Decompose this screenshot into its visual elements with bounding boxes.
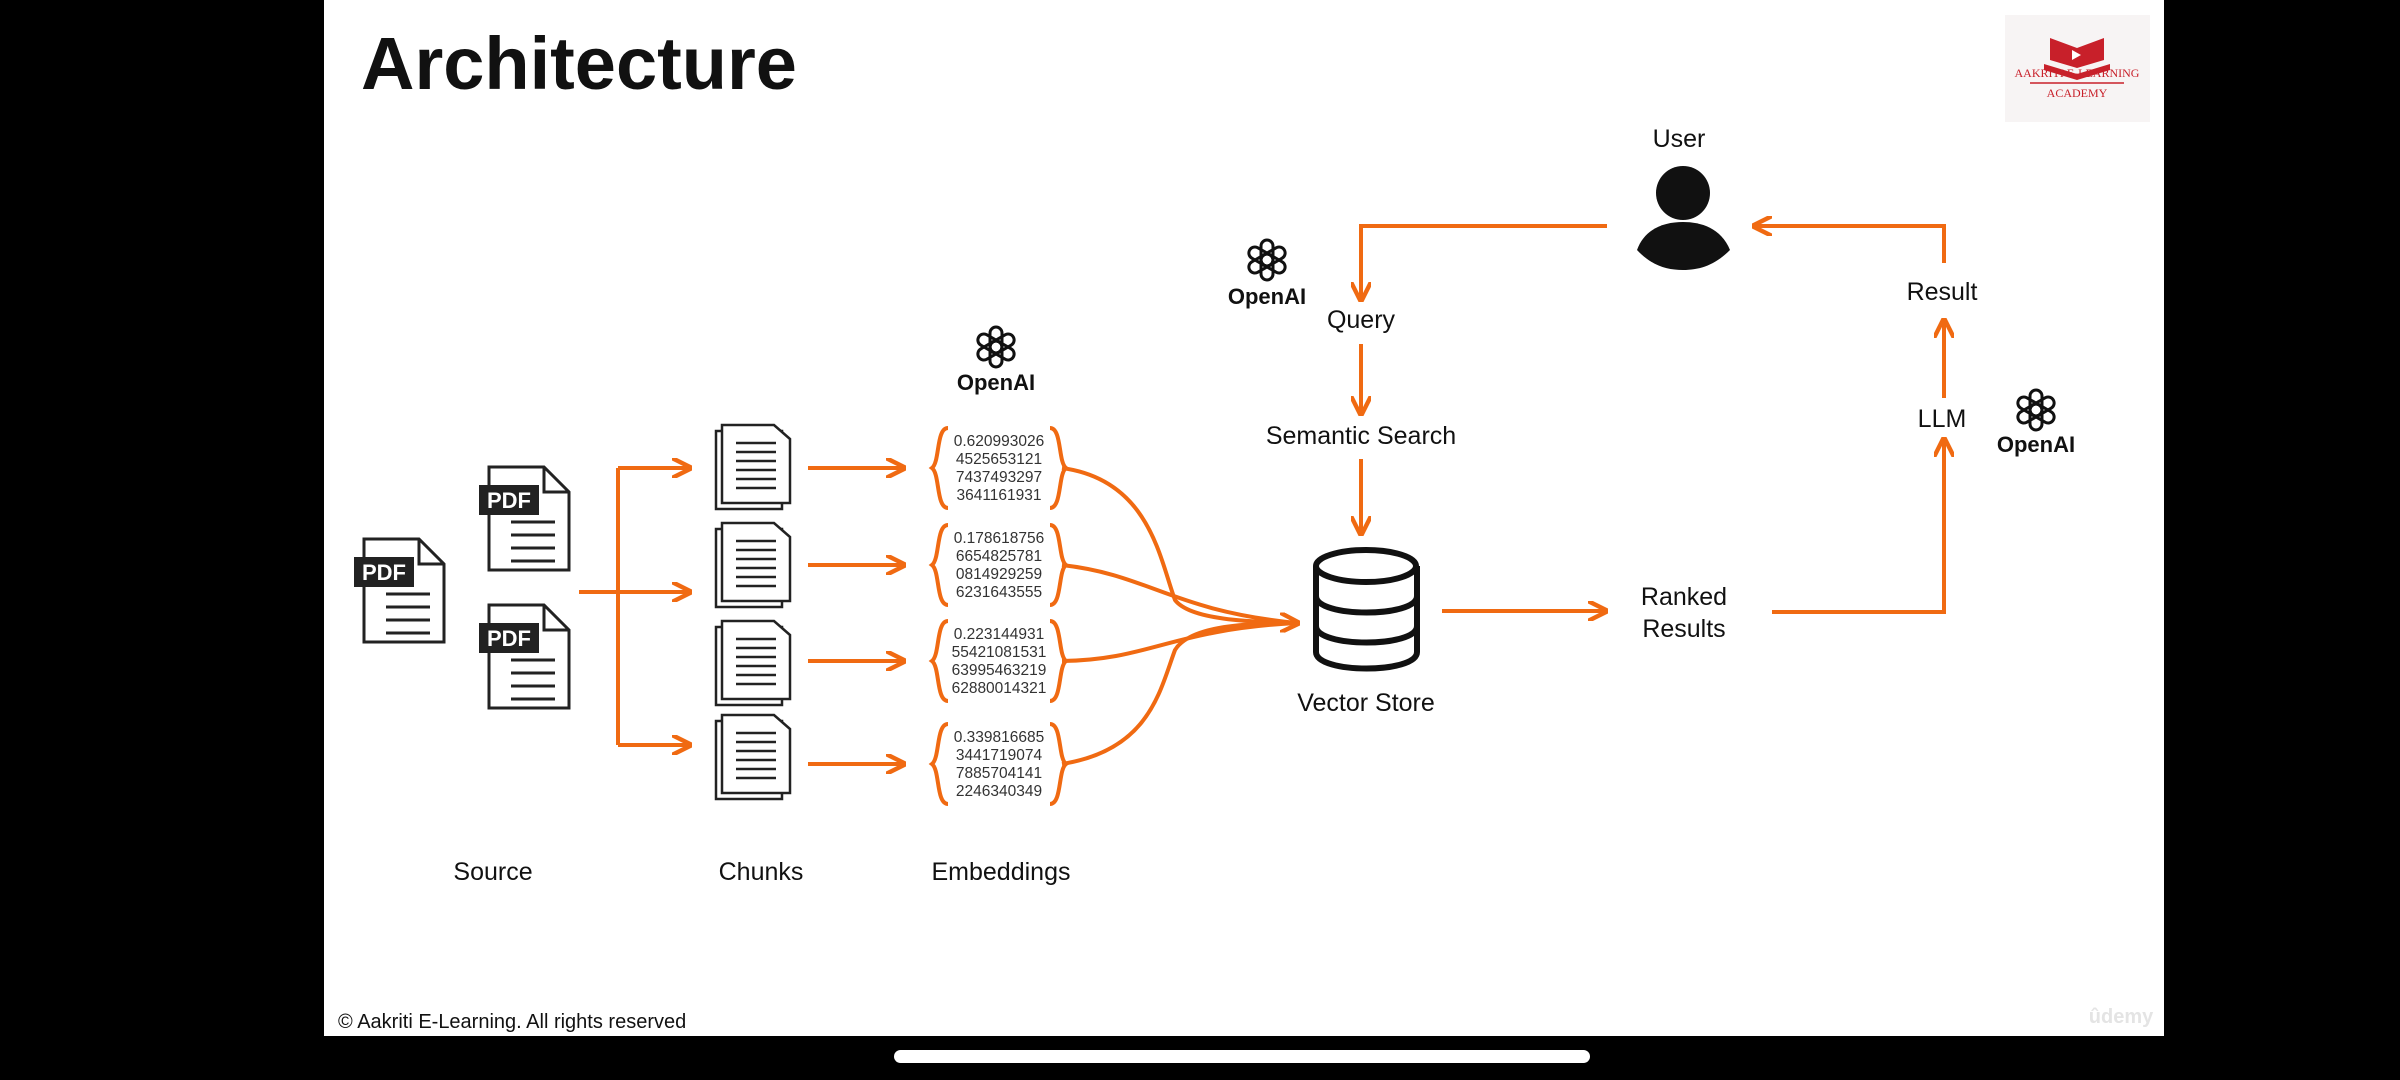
embedding-value: 0.178618756 — [954, 530, 1045, 547]
user-to-query-arrow — [1361, 224, 1607, 298]
result-label: Result — [1907, 278, 1978, 306]
copyright-footer: © Aakriti E-Learning. All rights reserve… — [338, 1011, 686, 1033]
embedding-value: 0.223144931 — [954, 626, 1045, 643]
results-to-llm-arrow — [1772, 441, 1944, 614]
pdf-icon: PDF — [477, 465, 571, 572]
embedding-value: 7437493297 — [956, 469, 1042, 486]
embedding-vector-block: 0.62099302645256531217437493297364116193… — [928, 426, 1070, 510]
embedding-vectors: 0.62099302645256531217437493297364116193… — [928, 426, 1070, 806]
left-brace — [928, 523, 949, 607]
home-indicator-bar[interactable] — [894, 1050, 1590, 1063]
ranked-results-label-line2: Results — [1642, 615, 1725, 643]
openai-label: OpenAI — [1228, 284, 1306, 309]
chunk-document-icon — [714, 619, 792, 707]
openai-label: OpenAI — [1997, 432, 2075, 457]
svg-text:PDF: PDF — [487, 626, 531, 651]
llm-label: LLM — [1918, 405, 1967, 433]
embedding-value: 6231643555 — [956, 584, 1042, 601]
embedding-value: 7885704141 — [956, 765, 1042, 782]
query-label: Query — [1327, 306, 1396, 334]
embedding-vector-block: 0.33981668534417190747885704141224634034… — [928, 722, 1070, 806]
ranked-results-label-line1: Ranked — [1641, 583, 1727, 611]
chunk-document-icon — [714, 713, 792, 801]
slide-background — [324, 0, 2164, 1036]
user-icon — [1637, 166, 1730, 270]
chunks-label: Chunks — [719, 858, 804, 886]
left-brace — [928, 722, 949, 806]
embeddings-label: Embeddings — [932, 858, 1071, 886]
vector-store-label: Vector Store — [1297, 689, 1435, 717]
user-label: User — [1653, 125, 1706, 153]
udemy-watermark: ûdemy — [2089, 1006, 2154, 1028]
chunk-document-icon — [714, 423, 792, 511]
chunk-document-icon — [714, 521, 792, 609]
embedding-vector-block: 0.17861875666548257810814929259623164355… — [928, 523, 1070, 607]
embedding-value: 0814929259 — [956, 566, 1042, 583]
academy-logo: AAKRITI E-LEARNING ACADEMY — [2005, 15, 2150, 122]
source-to-chunks-arrows — [579, 468, 688, 745]
svg-text:PDF: PDF — [362, 560, 406, 585]
embedding-value: 62880014321 — [952, 680, 1047, 697]
pdf-icon: PDF — [352, 537, 446, 644]
embedding-value: 3441719074 — [956, 747, 1043, 764]
embedding-value: 0.620993026 — [954, 433, 1045, 450]
openai-label: OpenAI — [957, 370, 1035, 395]
embedding-vector-block: 0.22314493155421081531639954632196288001… — [928, 619, 1070, 703]
logo-line2: ACADEMY — [2047, 86, 2108, 100]
result-to-user-arrow — [1756, 226, 1946, 263]
left-brace — [928, 426, 949, 510]
slide-title: Architecture — [361, 22, 797, 105]
source-label: Source — [453, 858, 532, 886]
left-brace — [928, 619, 949, 703]
pdf-icon: PDF — [477, 603, 571, 710]
svg-text:PDF: PDF — [487, 488, 531, 513]
embedding-value: 55421081531 — [952, 644, 1047, 661]
embedding-value: 63995463219 — [952, 662, 1047, 679]
embedding-value: 0.339816685 — [954, 729, 1045, 746]
embedding-value: 2246340349 — [956, 783, 1042, 800]
embedding-value: 6654825781 — [956, 548, 1042, 565]
embedding-value: 3641161931 — [956, 487, 1041, 504]
semantic-search-label: Semantic Search — [1266, 422, 1456, 450]
embedding-to-store-arrows — [1061, 466, 1296, 766]
database-icon — [1313, 547, 1420, 672]
embedding-value: 4525653121 — [956, 451, 1042, 468]
logo-line1: AAKRITI E-LEARNING — [2015, 66, 2140, 80]
chunk-to-embedding-arrows — [808, 468, 902, 764]
